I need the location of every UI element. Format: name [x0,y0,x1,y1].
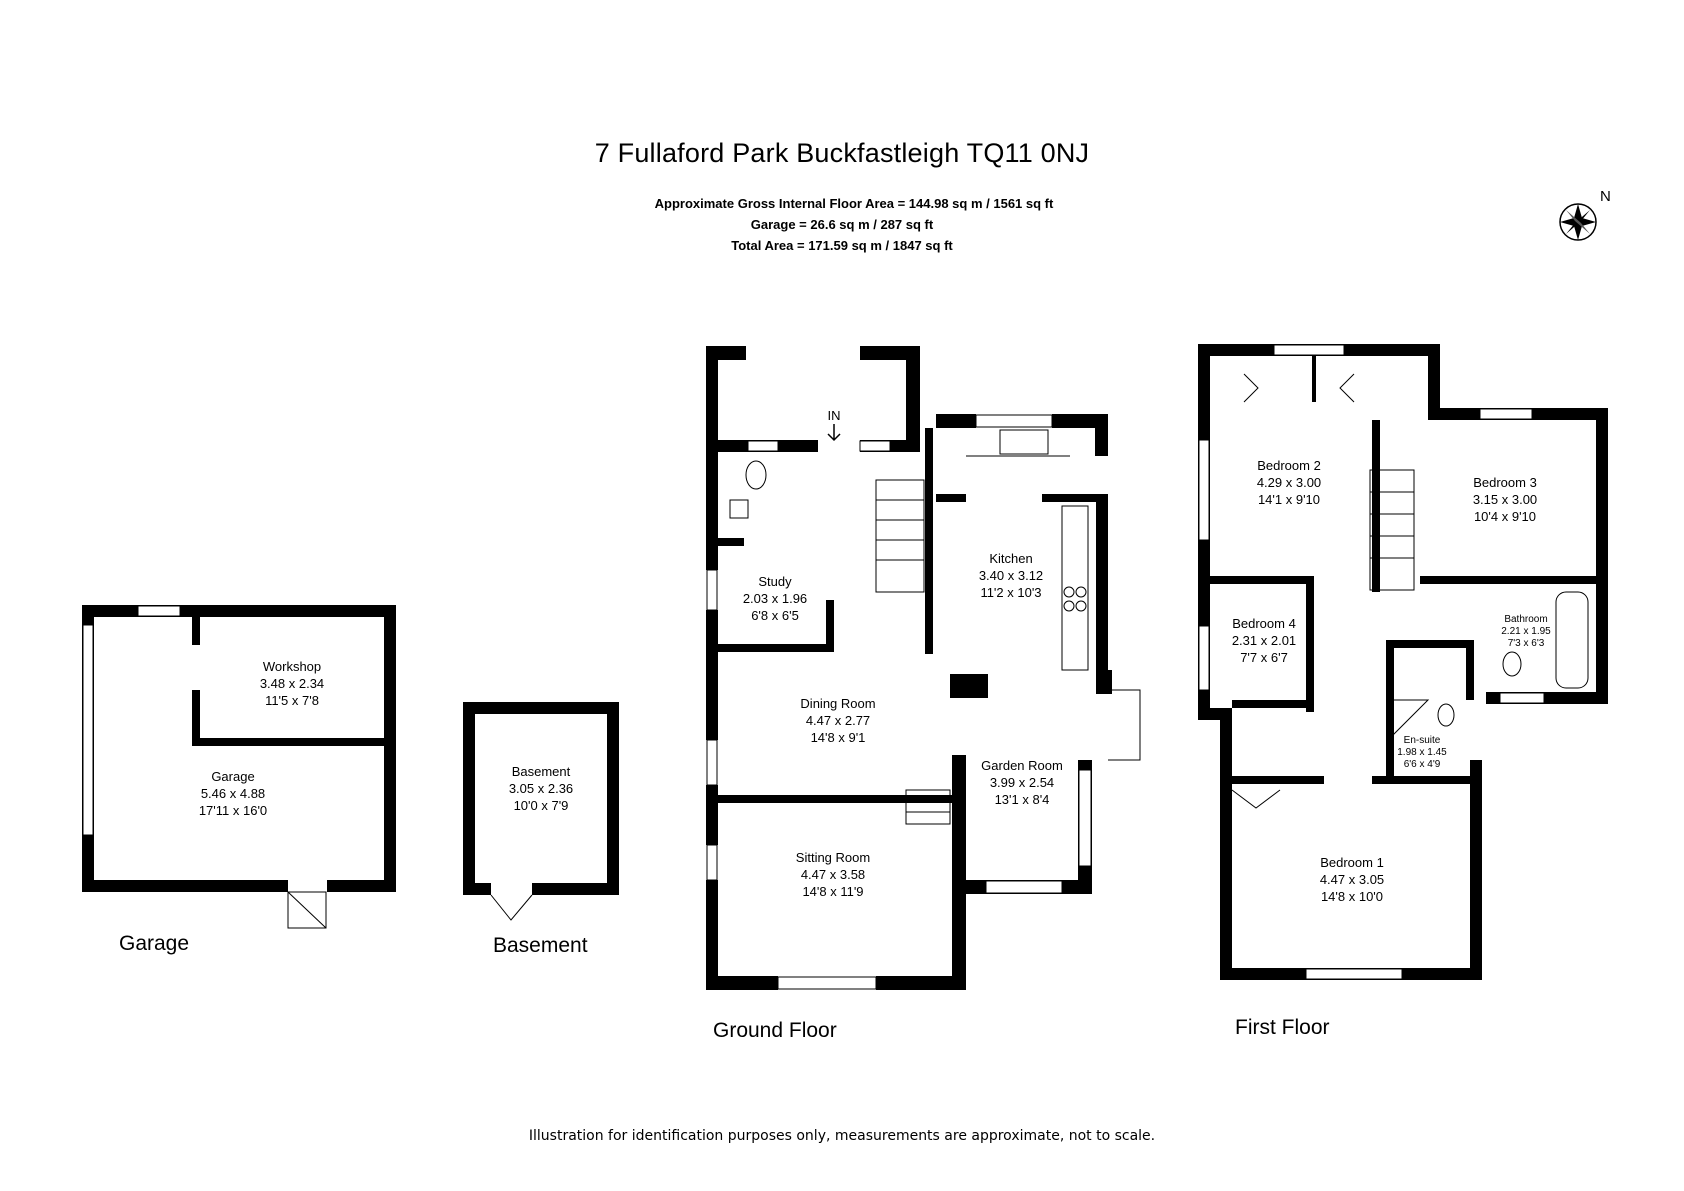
room-bedroom1: Bedroom 1 4.47 x 3.05 14'8 x 10'0 [1320,855,1384,904]
svg-text:1.98 x 1.45: 1.98 x 1.45 [1397,747,1447,758]
room-sitting: Sitting Room 4.47 x 3.58 14'8 x 11'9 [796,850,870,899]
first-floor-plan [1198,344,1608,980]
svg-text:2.21 x 1.95: 2.21 x 1.95 [1501,626,1551,637]
gross-area-text: Approximate Gross Internal Floor Area = … [654,196,1054,211]
svg-text:4.47 x 2.77: 4.47 x 2.77 [806,713,870,728]
svg-text:11'5 x 7'8: 11'5 x 7'8 [265,693,319,708]
svg-text:Bathroom: Bathroom [1504,614,1547,625]
svg-text:10'4 x 9'10: 10'4 x 9'10 [1474,509,1536,524]
svg-text:Garage: Garage [211,769,254,784]
svg-text:13'1 x 8'4: 13'1 x 8'4 [995,792,1050,807]
basement-building [463,702,619,921]
svg-text:14'1 x 9'10: 14'1 x 9'10 [1258,492,1320,507]
compass-icon: N [1559,188,1611,241]
floor-label-garage: Garage [119,932,190,955]
svg-text:Kitchen: Kitchen [989,551,1032,566]
svg-text:14'8 x 10'0: 14'8 x 10'0 [1321,889,1383,904]
svg-text:10'0 x 7'9: 10'0 x 7'9 [514,798,569,813]
svg-text:Garden Room: Garden Room [981,758,1063,773]
svg-text:Basement: Basement [512,764,571,779]
svg-text:3.15 x 3.00: 3.15 x 3.00 [1473,492,1537,507]
svg-text:7'3 x 6'3: 7'3 x 6'3 [1508,638,1545,649]
svg-text:17'11 x 16'0: 17'11 x 16'0 [199,803,267,818]
property-title: 7 Fullaford Park Buckfastleigh TQ11 0NJ [594,138,1090,168]
garage-building [82,605,396,929]
svg-text:Bedroom 2: Bedroom 2 [1257,458,1321,473]
svg-text:6'8 x 6'5: 6'8 x 6'5 [751,608,799,623]
svg-text:3.40 x 3.12: 3.40 x 3.12 [979,568,1043,583]
svg-text:4.47 x 3.05: 4.47 x 3.05 [1320,872,1384,887]
svg-text:6'6 x 4'9: 6'6 x 4'9 [1404,759,1441,770]
svg-text:3.05 x 2.36: 3.05 x 2.36 [509,781,573,796]
room-bedroom4: Bedroom 4 2.31 x 2.01 7'7 x 6'7 [1232,616,1296,665]
floor-label-first: First Floor [1235,1016,1330,1039]
svg-text:2.31 x 2.01: 2.31 x 2.01 [1232,633,1296,648]
room-study: Study 2.03 x 1.96 6'8 x 6'5 [743,574,807,623]
room-bedroom2: Bedroom 2 4.29 x 3.00 14'1 x 9'10 [1257,458,1321,507]
svg-text:7'7 x 6'7: 7'7 x 6'7 [1240,650,1288,665]
total-area-text: Total Area = 171.59 sq m / 1847 sq ft [731,238,953,253]
room-dining: Dining Room 4.47 x 2.77 14'8 x 9'1 [800,696,875,745]
svg-text:Bedroom 3: Bedroom 3 [1473,475,1537,490]
svg-text:Study: Study [758,574,792,589]
room-kitchen: Kitchen 3.40 x 3.12 11'2 x 10'3 [979,551,1043,600]
svg-text:14'8 x 9'1: 14'8 x 9'1 [811,730,866,745]
room-bathroom: Bathroom 2.21 x 1.95 7'3 x 6'3 [1501,614,1551,649]
disclaimer-text: Illustration for identification purposes… [528,1128,1156,1144]
svg-text:Bedroom 4: Bedroom 4 [1232,616,1296,631]
svg-text:4.29 x 3.00: 4.29 x 3.00 [1257,475,1321,490]
room-ensuite: En-suite 1.98 x 1.45 6'6 x 4'9 [1397,735,1447,770]
svg-text:2.03 x 1.96: 2.03 x 1.96 [743,591,807,606]
svg-text:Bedroom 1: Bedroom 1 [1320,855,1384,870]
svg-text:4.47 x 3.58: 4.47 x 3.58 [801,867,865,882]
room-bedroom3: Bedroom 3 3.15 x 3.00 10'4 x 9'10 [1473,475,1537,524]
svg-text:Workshop: Workshop [263,659,321,674]
garage-area-text: Garage = 26.6 sq m / 287 sq ft [750,217,934,232]
svg-text:3.99 x 2.54: 3.99 x 2.54 [990,775,1054,790]
svg-text:Sitting Room: Sitting Room [796,850,870,865]
room-basement: Basement 3.05 x 2.36 10'0 x 7'9 [509,764,573,813]
floor-label-basement: Basement [493,934,588,957]
ground-floor-plan: IN [706,346,1141,990]
room-workshop: Workshop 3.48 x 2.34 11'5 x 7'8 [260,659,324,708]
room-garden: Garden Room 3.99 x 2.54 13'1 x 8'4 [981,758,1063,807]
floor-label-ground: Ground Floor [713,1019,837,1042]
entrance-label: IN [828,408,841,423]
svg-text:En-suite: En-suite [1404,735,1441,746]
svg-text:Dining Room: Dining Room [800,696,875,711]
svg-text:14'8 x 11'9: 14'8 x 11'9 [802,884,863,899]
svg-text:3.48 x 2.34: 3.48 x 2.34 [260,676,324,691]
svg-text:5.46 x 4.88: 5.46 x 4.88 [201,786,265,801]
compass-north-label: N [1600,188,1611,205]
room-garage: Garage 5.46 x 4.88 17'11 x 16'0 [199,769,267,818]
svg-text:11'2 x 10'3: 11'2 x 10'3 [980,585,1041,600]
